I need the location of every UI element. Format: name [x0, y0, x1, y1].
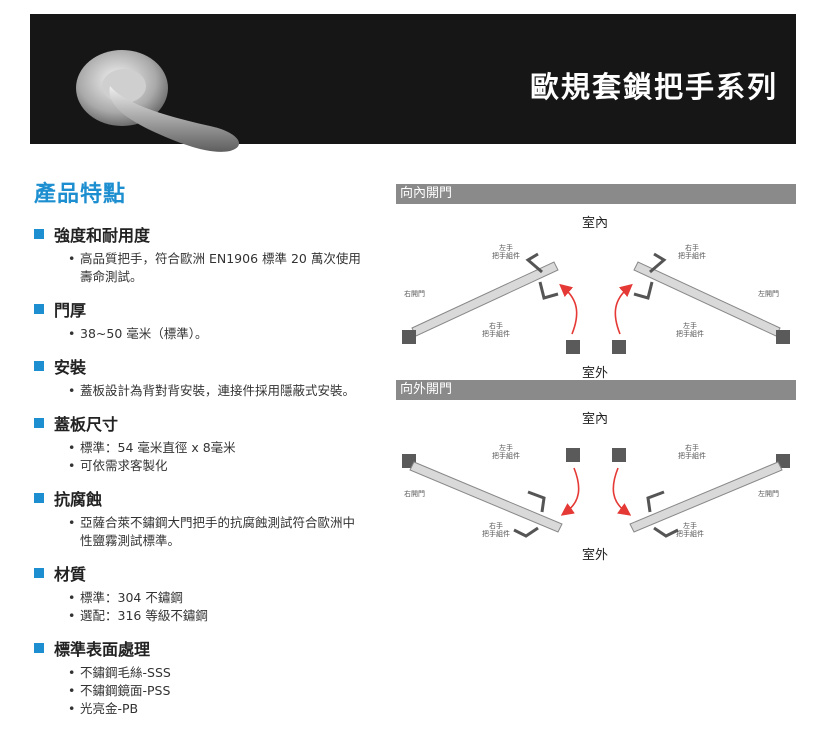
right-door-leaf [612, 252, 790, 354]
outward-right-bottom-handle: 左手 把手組件 [676, 522, 704, 538]
feature-section: 強度和耐用度高品質把手，符合歐洲 EN1906 標準 20 萬次使用壽命測試。 [34, 222, 364, 286]
feature-heading-text: 蓋板尺寸 [54, 415, 119, 434]
square-bullet-icon [34, 568, 44, 578]
outward-indoor-label: 室內 [582, 412, 609, 427]
square-bullet-icon [34, 361, 44, 371]
feature-section: 材質標準：304 不鏽鋼選配：316 等級不鏽鋼 [34, 561, 364, 625]
feature-heading-text: 抗腐蝕 [54, 490, 103, 509]
inward-left-door-label: 右開門 [404, 290, 425, 298]
feature-section: 安裝蓋板設計為背對背安裝，連接件採用隱蔽式安裝。 [34, 354, 364, 400]
feature-heading: 門厚 [34, 297, 364, 321]
feature-list: 高品質把手，符合歐洲 EN1906 標準 20 萬次使用壽命測試。 [34, 250, 364, 286]
outward-outdoor-label: 室外 [582, 548, 609, 563]
feature-heading: 蓋板尺寸 [34, 411, 364, 435]
outward-left-top-handle: 左手 把手組件 [492, 444, 520, 460]
feature-item: 亞薩合萊不鏽鋼大門把手的抗腐蝕測試符合歐洲中性鹽霧測試標準。 [68, 514, 364, 550]
inward-left-top-handle: 左手 把手組件 [492, 244, 520, 260]
outward-left-bottom-handle: 右手 把手組件 [482, 522, 510, 538]
inward-indoor-label: 室內 [582, 216, 609, 231]
feature-heading-text: 材質 [54, 565, 87, 584]
inward-right-top-handle: 右手 把手組件 [678, 244, 706, 260]
square-bullet-icon [34, 418, 44, 428]
feature-item: 標準：54 毫米直徑 x 8毫米 [68, 439, 364, 457]
header-banner: 歐規套鎖把手系列 [30, 14, 796, 157]
inward-diagram: 室內 室外 右開門 左開門 左手 把手組件 右手 把手組件 右手 把手組件 左手… [396, 204, 796, 381]
feature-list: 不鏽鋼毛絲-SSS不鏽鋼鏡面-PSS光亮金-PB [34, 664, 364, 718]
inward-outdoor-label: 室外 [582, 366, 609, 381]
feature-list: 亞薩合萊不鏽鋼大門把手的抗腐蝕測試符合歐洲中性鹽霧測試標準。 [34, 514, 364, 550]
outward-right-top-handle: 右手 把手組件 [678, 444, 706, 460]
feature-list: 標準：54 毫米直徑 x 8毫米可依需求客製化 [34, 439, 364, 475]
outward-left-door-label: 右開門 [404, 490, 425, 498]
feature-heading: 材質 [34, 561, 364, 585]
feature-heading: 安裝 [34, 354, 364, 378]
feature-item: 蓋板設計為背對背安裝，連接件採用隱蔽式安裝。 [68, 382, 364, 400]
feature-section: 蓋板尺寸標準：54 毫米直徑 x 8毫米可依需求客製化 [34, 411, 364, 475]
left-door-leaf-outward [402, 448, 580, 538]
inward-right-door-label: 左開門 [758, 290, 779, 298]
square-bullet-icon [34, 229, 44, 239]
feature-list: 標準：304 不鏽鋼選配：316 等級不鏽鋼 [34, 589, 364, 625]
square-bullet-icon [34, 643, 44, 653]
square-bullet-icon [34, 304, 44, 314]
feature-item: 不鏽鋼鏡面-PSS [68, 682, 364, 700]
feature-item: 高品質把手，符合歐洲 EN1906 標準 20 萬次使用壽命測試。 [68, 250, 364, 286]
feature-list: 蓋板設計為背對背安裝，連接件採用隱蔽式安裝。 [34, 382, 364, 400]
features-title: 產品特點 [34, 182, 127, 207]
feature-heading-text: 標準表面處理 [54, 640, 151, 659]
inward-left-bottom-handle: 右手 把手組件 [482, 322, 510, 338]
features-sections: 強度和耐用度高品質把手，符合歐洲 EN1906 標準 20 萬次使用壽命測試。門… [34, 222, 364, 718]
inward-door-bar: 向內開門 [396, 184, 796, 204]
page-title: 歐規套鎖把手系列 [529, 70, 778, 104]
inward-right-bottom-handle: 左手 把手組件 [676, 322, 704, 338]
banner-notch [682, 145, 698, 157]
feature-item: 光亮金-PB [68, 700, 364, 718]
feature-heading-text: 安裝 [54, 358, 87, 377]
features-panel: 產品特點 強度和耐用度高品質把手，符合歐洲 EN1906 標準 20 萬次使用壽… [34, 176, 364, 729]
door-handle-image [76, 50, 240, 152]
feature-heading: 強度和耐用度 [34, 222, 364, 246]
feature-section: 標準表面處理不鏽鋼毛絲-SSS不鏽鋼鏡面-PSS光亮金-PB [34, 636, 364, 718]
right-door-leaf-outward [612, 448, 790, 538]
feature-item: 不鏽鋼毛絲-SSS [68, 664, 364, 682]
inward-door-drawing [402, 252, 790, 354]
feature-section: 門厚 38~50 毫米（標準）。 [34, 297, 364, 343]
feature-list: 38~50 毫米（標準）。 [34, 325, 364, 343]
feature-heading: 抗腐蝕 [34, 486, 364, 510]
feature-heading-text: 強度和耐用度 [54, 226, 151, 245]
outward-door-bar: 向外開門 [396, 380, 796, 400]
feature-heading: 標準表面處理 [34, 636, 364, 660]
outward-door-drawing [402, 448, 790, 538]
outward-diagram: 室內 室外 右開門 左開門 左手 把手組件 右手 把手組件 右手 把手組件 左手… [396, 400, 796, 566]
feature-item: 38~50 毫米（標準）。 [68, 325, 364, 343]
outward-right-door-label: 左開門 [758, 490, 779, 498]
feature-item: 可依需求客製化 [68, 457, 364, 475]
square-bullet-icon [34, 493, 44, 503]
left-door-leaf [402, 252, 580, 354]
feature-section: 抗腐蝕亞薩合萊不鏽鋼大門把手的抗腐蝕測試符合歐洲中性鹽霧測試標準。 [34, 486, 364, 550]
feature-item: 選配：316 等級不鏽鋼 [68, 607, 364, 625]
feature-heading-text: 門厚 [54, 301, 87, 320]
feature-item: 標準：304 不鏽鋼 [68, 589, 364, 607]
